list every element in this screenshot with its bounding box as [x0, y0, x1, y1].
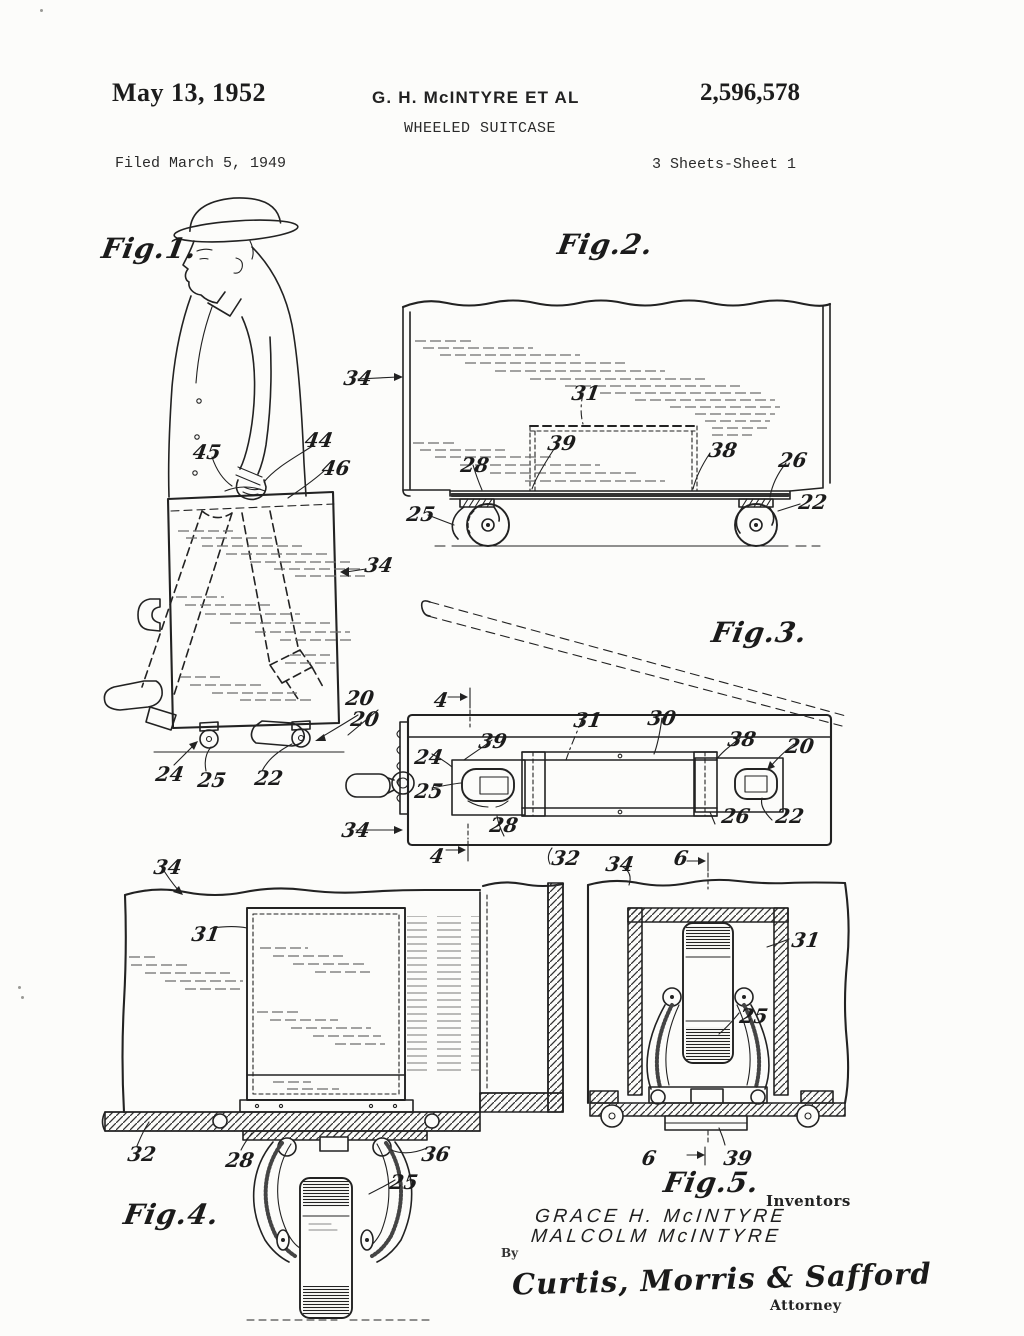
wheel-compartment-dashed: [529, 425, 698, 492]
ref-24: 24: [413, 745, 445, 769]
man-figure: [167, 197, 307, 501]
inventor-name: G. H. McINTYRE ET AL: [372, 88, 580, 107]
fig1-leaders: [173, 444, 367, 772]
patent-number: 2,596,578: [700, 79, 800, 106]
ref-20: 20: [344, 686, 376, 710]
scan-artifact: [21, 996, 24, 999]
caster-wheel: [682, 922, 734, 1064]
ref-39: 39: [477, 729, 509, 753]
ref-28: 28: [459, 453, 491, 477]
ref-45: 45: [191, 440, 223, 464]
invention-title: WHEELED SUITCASE: [404, 120, 557, 137]
fig3-drawing: [345, 600, 847, 865]
fig2-leaders: [357, 373, 801, 526]
patent-date: May 13, 1952: [112, 78, 267, 107]
inner-compartment-box: [239, 907, 414, 1113]
case-section-walls: [586, 878, 850, 1105]
ref-25: 25: [196, 768, 228, 792]
fig4-leaders: [136, 865, 428, 1195]
ref-22: 22: [774, 804, 806, 828]
open-lid-dashed: [427, 601, 847, 727]
lid-tip: [420, 600, 431, 617]
pull-handle: [345, 721, 415, 815]
suitcase-body-fig2: [401, 299, 832, 500]
shading-streaks: [129, 947, 385, 1090]
bottom-rail: [589, 1090, 846, 1131]
right-wheel-compartment: [694, 757, 784, 813]
ref-25: 25: [738, 1004, 770, 1028]
ref-44: 44: [303, 428, 335, 452]
ref-34: 34: [152, 855, 184, 879]
ref-31: 31: [570, 381, 602, 405]
fig4-caption: Fig.4.: [121, 1198, 222, 1231]
fig3-caption: Fig.3.: [709, 616, 810, 649]
fig4-drawing: [101, 865, 565, 1321]
ref-34: 34: [340, 818, 372, 842]
ref-38: 38: [726, 727, 758, 751]
case-bottom-view: [406, 713, 833, 847]
ref-25: 25: [405, 502, 437, 526]
ref-22: 22: [253, 766, 285, 790]
filing-date: Filed March 5, 1949: [115, 155, 287, 172]
fig2-drawing: [357, 299, 832, 547]
fig5-leaders: [622, 866, 790, 1146]
ref-28: 28: [224, 1148, 256, 1172]
scan-artifact: [40, 9, 43, 12]
fig1-drawing: [103, 197, 367, 772]
fig5-drawing: [586, 852, 850, 1166]
attorney-label: Attorney: [770, 1298, 842, 1314]
side-handle: [137, 598, 161, 632]
ref-34: 34: [604, 852, 636, 876]
fig1-caption: Fig.1.: [99, 232, 200, 265]
case-section-walls: [121, 881, 565, 1114]
ref-22: 22: [797, 490, 829, 514]
ref-34: 34: [342, 366, 374, 390]
ref-36: 36: [420, 1142, 452, 1166]
ref-28: 28: [488, 813, 520, 837]
legs-dashed: [141, 510, 324, 700]
ref-20: 20: [784, 734, 816, 758]
ref-25: 25: [388, 1170, 420, 1194]
left-wheel-compartment: [451, 759, 526, 816]
ref-25: 25: [413, 779, 445, 803]
left-caster: [451, 498, 510, 547]
ref-32: 32: [126, 1142, 158, 1166]
fig1-casters: [153, 720, 345, 753]
caster-wheel: [246, 1177, 431, 1321]
ref-26: 26: [720, 804, 752, 828]
section-4-marks: [445, 687, 471, 862]
wall-shading: [407, 916, 479, 1074]
shoes: [103, 680, 306, 747]
ref-39: 39: [546, 431, 578, 455]
suitcase-fig1: [137, 486, 341, 730]
ref-30: 30: [646, 706, 678, 730]
ref-39: 39: [722, 1146, 754, 1170]
ref-38: 38: [707, 438, 739, 462]
scan-artifact: [18, 986, 21, 989]
fig5-caption: Fig.5.: [661, 1166, 762, 1199]
center-plate: [521, 751, 718, 817]
wheel-well-liner: [627, 907, 789, 1096]
shading-streaks: [413, 340, 780, 482]
ref-24: 24: [154, 762, 186, 786]
section-6-marks: [686, 852, 709, 1166]
sheet-info: 3 Sheets-Sheet 1: [652, 156, 797, 173]
by-label: By: [501, 1246, 519, 1260]
fig2-caption: Fig.2.: [555, 228, 656, 261]
ref-31: 31: [190, 922, 222, 946]
fig3-leaders: [347, 709, 795, 865]
bottom-rail: [101, 1111, 481, 1132]
inventor-signature-2: MALCOLM McINTYRE: [529, 1226, 783, 1247]
right-caster: [734, 498, 778, 547]
ref-31: 31: [790, 928, 822, 952]
inventors-label: Inventors: [766, 1192, 851, 1210]
ref-26: 26: [777, 448, 809, 472]
shading-streaks: [176, 530, 365, 701]
inventor-signature-1: GRACE H. McINTYRE: [533, 1206, 788, 1227]
ref-31: 31: [572, 708, 604, 732]
caster-assembly: [242, 1130, 428, 1263]
